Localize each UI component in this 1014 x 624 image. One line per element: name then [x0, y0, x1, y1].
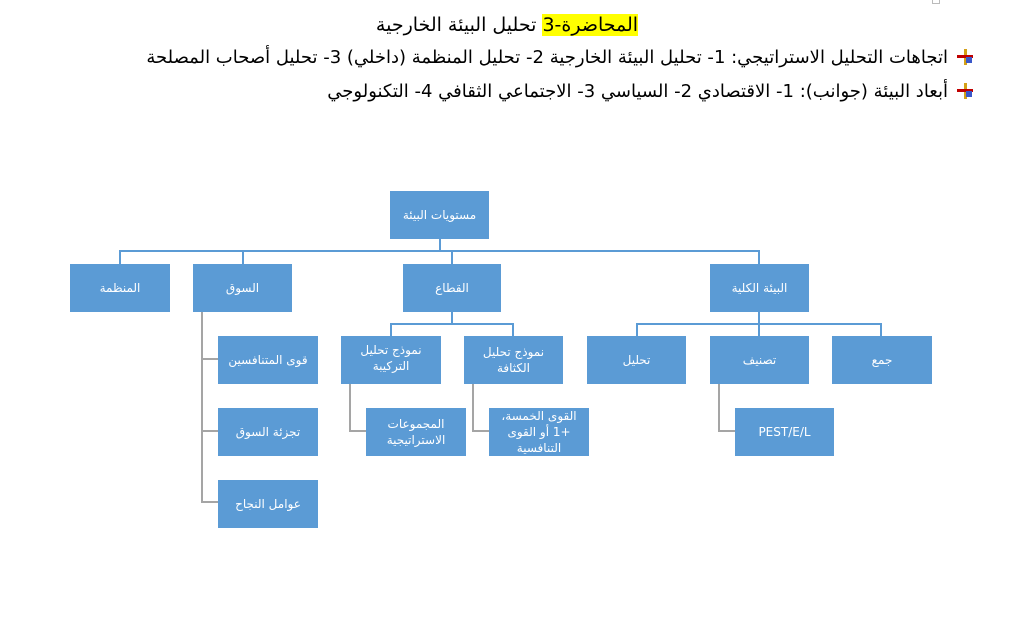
connector — [119, 250, 760, 252]
node-analysis[interactable]: تحليل — [587, 336, 686, 384]
bullet-line-1: اتجاهات التحليل الاستراتيجي: 1- تحليل ال… — [146, 46, 974, 70]
node-label: نموذج تحليل الكثافة — [482, 345, 545, 375]
connector — [201, 501, 218, 503]
node-label: عوامل النجاح — [235, 497, 301, 511]
node-label: تصنيف — [742, 353, 777, 367]
title-text: تحليل البيئة الخارجية — [375, 14, 543, 36]
node-pest[interactable]: PEST/E/L — [735, 408, 834, 456]
connector — [718, 384, 720, 432]
node-classification[interactable]: تصنيف — [710, 336, 809, 384]
node-collection[interactable]: جمع — [832, 336, 932, 384]
node-label: قوى المتنافسين — [228, 353, 308, 367]
node-label: المجموعات الاستراتيجية — [386, 417, 446, 447]
node-label: المنظمة — [99, 281, 141, 295]
title-highlight: المحاضرة-3 — [542, 14, 639, 36]
node-label: جمع — [871, 353, 893, 367]
node-label: القطاع — [435, 281, 469, 295]
connector — [718, 430, 735, 432]
connector — [636, 323, 638, 336]
connector — [390, 323, 392, 336]
connector — [390, 323, 514, 325]
connector — [451, 311, 453, 324]
connector — [349, 384, 351, 432]
connector — [451, 250, 453, 264]
plus-bullet-icon — [956, 48, 974, 66]
connector — [472, 430, 489, 432]
node-organization[interactable]: المنظمة — [70, 264, 170, 312]
page-corner-mark — [932, 0, 940, 4]
bullet-line-2: أبعاد البيئة (جوانب): 1- الاقتصادي 2- ال… — [327, 80, 974, 104]
node-sector[interactable]: القطاع — [403, 264, 501, 312]
root-node[interactable]: مستويات البيئة — [390, 191, 489, 239]
node-label: السوق — [225, 281, 260, 295]
connector — [880, 323, 882, 336]
node-structure-model[interactable]: نموذج تحليل التركيبة — [341, 336, 441, 384]
node-label: نموذج تحليل التركيبة — [360, 343, 422, 373]
connector — [512, 323, 514, 336]
node-label: تجزئة السوق — [235, 425, 301, 439]
connector — [119, 250, 121, 264]
node-five-forces[interactable]: القوى الخمسة، +1 أو القوى التنافسية — [489, 408, 589, 456]
connector — [349, 430, 366, 432]
connector — [201, 358, 218, 360]
node-label: تحليل — [622, 353, 651, 367]
bullet-text-2: أبعاد البيئة (جوانب): 1- الاقتصادي 2- ال… — [327, 81, 948, 102]
connector — [758, 250, 760, 264]
connector — [201, 430, 218, 432]
connector — [472, 384, 474, 432]
connector — [439, 239, 441, 251]
node-strategic-groups[interactable]: المجموعات الاستراتيجية — [366, 408, 466, 456]
node-competitor-forces[interactable]: قوى المتنافسين — [218, 336, 318, 384]
node-label: القوى الخمسة، +1 أو القوى التنافسية — [501, 409, 577, 455]
node-success-factors[interactable]: عوامل النجاح — [218, 480, 318, 528]
node-intensity-model[interactable]: نموذج تحليل الكثافة — [464, 336, 563, 384]
connector — [758, 323, 760, 336]
node-macro-environment[interactable]: البيئة الكلية — [710, 264, 809, 312]
connector — [758, 311, 760, 324]
lecture-title: المحاضرة-3 تحليل البيئة الخارجية — [0, 12, 1014, 38]
connector — [201, 312, 203, 503]
connector — [242, 250, 244, 264]
node-label: PEST/E/L — [758, 425, 811, 439]
node-market-segmentation[interactable]: تجزئة السوق — [218, 408, 318, 456]
plus-bullet-icon — [956, 82, 974, 100]
root-label: مستويات البيئة — [402, 208, 477, 222]
node-label: البيئة الكلية — [731, 281, 788, 295]
node-market[interactable]: السوق — [193, 264, 292, 312]
bullet-text-1: اتجاهات التحليل الاستراتيجي: 1- تحليل ال… — [146, 47, 948, 68]
